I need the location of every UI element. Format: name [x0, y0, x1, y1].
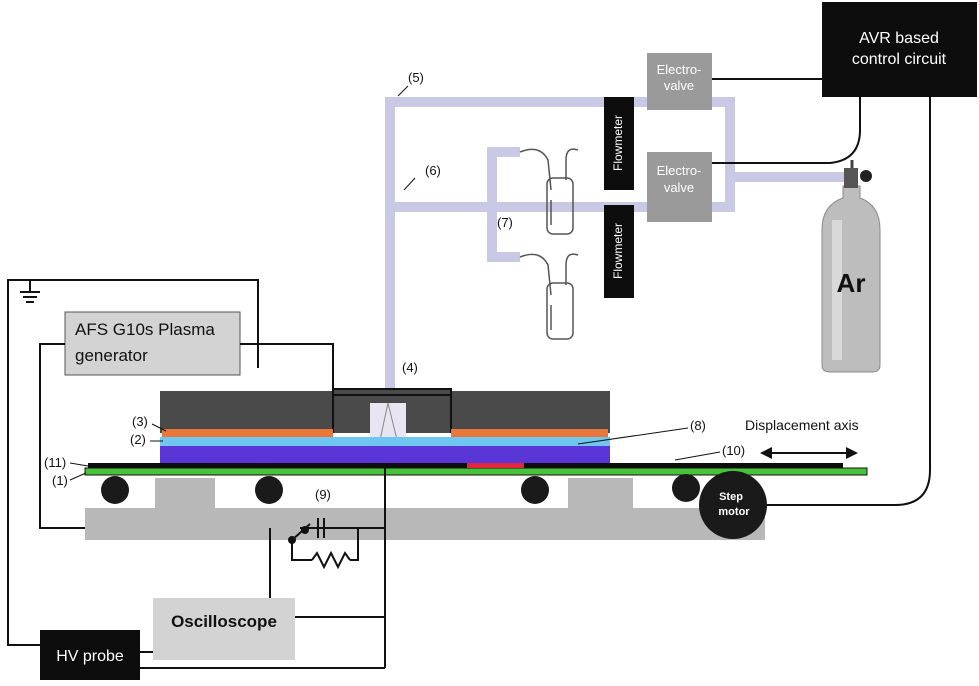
plasma-generator-label-2: generator	[75, 346, 148, 365]
electrovalve-bottom-label-1: Electro-	[657, 163, 702, 178]
circuit-resistor-branch	[291, 540, 312, 561]
displacement-axis-label: Displacement axis	[745, 417, 859, 433]
plasma-generator: AFS G10s Plasma generator	[64, 311, 241, 376]
heater-strip	[467, 463, 524, 468]
step-motor-label-1: Step	[719, 491, 743, 503]
switch-icon	[288, 523, 311, 544]
gas-line-valves	[712, 97, 735, 212]
oscilloscope-label: Oscilloscope	[171, 612, 277, 631]
argon-label: Ar	[837, 268, 866, 298]
ref-7: (7)	[497, 215, 513, 230]
step-motor: Step motor	[699, 471, 767, 539]
plasma-generator-label-1: AFS G10s Plasma	[75, 320, 215, 339]
hv-probe-label: HV probe	[56, 648, 124, 665]
stage-green	[84, 467, 868, 476]
ref-9: (9)	[315, 487, 331, 502]
ref-4: (4)	[402, 360, 418, 375]
double-arrow-icon	[760, 447, 858, 459]
roller-2	[255, 476, 283, 504]
ref-8: (8)	[690, 418, 706, 433]
reference-labels: (5) (6) (7) (4) (3) (2) (8) (10) (11) (1…	[44, 70, 745, 502]
electrode-right	[451, 429, 608, 437]
flowmeter-bottom-label: Flowmeter	[611, 223, 625, 279]
avr-label-2: control circuit	[852, 51, 947, 68]
dielectric-layer	[160, 437, 610, 446]
reactor-head	[160, 388, 610, 441]
stage-black	[88, 463, 843, 468]
ground-icon	[20, 280, 40, 303]
ref-11: (11)	[44, 455, 66, 470]
ref-10: (10)	[722, 443, 745, 458]
ref-2: (2)	[130, 432, 146, 447]
resistor-icon	[311, 550, 351, 570]
hv-probe: HV probe	[40, 630, 140, 680]
avr-to-valve-bottom	[712, 97, 861, 164]
control-wires	[712, 78, 931, 506]
electrovalve-top-label-1: Electro-	[657, 62, 702, 77]
roller-3	[521, 476, 549, 504]
measurement-circuit	[269, 468, 386, 668]
ground-wire	[7, 279, 259, 646]
gas-line-main	[385, 97, 650, 405]
avr-control-circuit: AVR based control circuit	[822, 2, 977, 97]
avr-label-1: AVR based	[859, 30, 939, 47]
roller-4	[672, 474, 700, 502]
oscilloscope: Oscilloscope	[153, 598, 295, 660]
circuit-resistor-return	[350, 528, 359, 561]
support-chassis	[85, 478, 765, 540]
argon-cylinder: Ar	[821, 160, 881, 373]
bubbler-loop	[487, 147, 520, 262]
ref-6: (6)	[425, 163, 441, 178]
electrovalve-bottom-label-2: valve	[664, 180, 694, 195]
electrode-left	[162, 429, 333, 437]
electrovalve-top-label-2: valve	[664, 78, 694, 93]
electrovalve-top: Electro- valve	[647, 53, 712, 110]
electrovalve-bottom: Electro- valve	[647, 152, 712, 222]
ref-3: (3)	[132, 414, 148, 429]
flowmeter-top: Flowmeter	[604, 97, 634, 190]
ref-5: (5)	[408, 70, 424, 85]
step-motor-label-2: motor	[718, 506, 750, 518]
capacitor-icon	[317, 518, 325, 538]
bubbler-top	[519, 148, 579, 235]
sample-layer	[160, 446, 610, 464]
flowmeter-bottom: Flowmeter	[604, 205, 634, 298]
flowmeter-top-label: Flowmeter	[611, 115, 625, 171]
avr-to-step-motor	[765, 97, 931, 506]
ref-1: (1)	[52, 473, 68, 488]
roller-1	[101, 476, 129, 504]
bubbler-bottom	[519, 253, 579, 340]
